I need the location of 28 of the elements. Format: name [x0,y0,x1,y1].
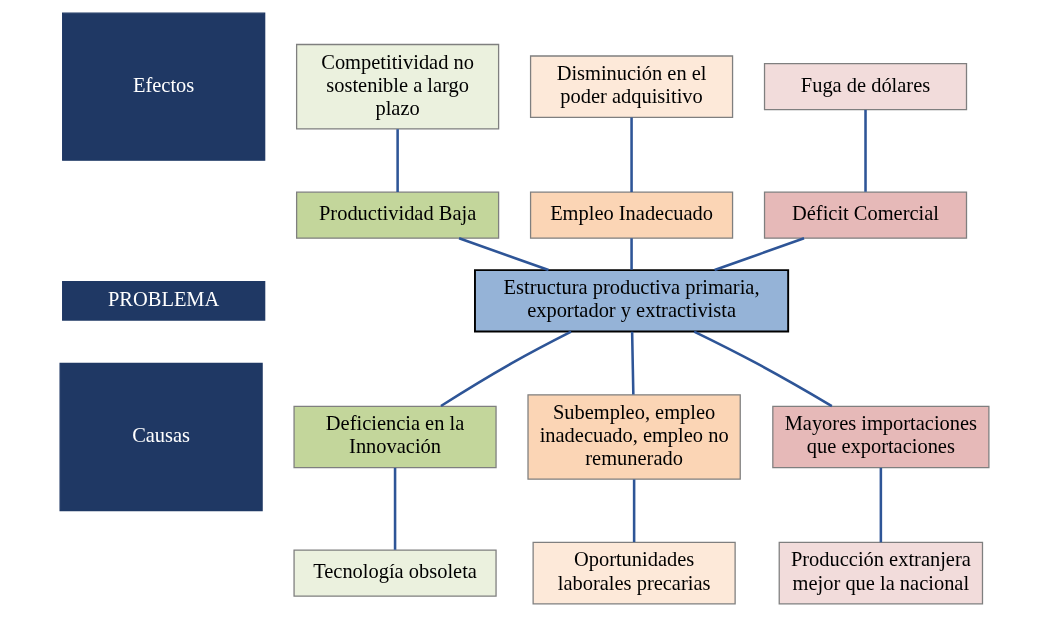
connector [713,237,804,272]
connector [879,467,882,543]
node-box: Competitividad no sostenible a largo plazo [295,43,499,130]
node-box: Producción extranjera mejor que la nacional [778,541,983,605]
connector [863,109,867,192]
node-box: Disminución en el poder adquisitivo [529,55,733,118]
node-box: Subempleo, empleo inadecuado, empleo no remunerado [526,394,741,480]
node-box: PROBLEMA [61,281,265,321]
connector [395,129,399,192]
node-box: Deficiencia en la Innovación [292,405,497,469]
node-box: Déficit Comercial [763,191,967,239]
node-box: Oportunidades laborales precarias [532,541,736,605]
connector [393,467,396,550]
connector [629,117,633,193]
node-box: Causas [58,362,263,512]
node-box: Empleo Inadecuado [529,191,733,239]
node-box: Mayores importaciones que exportaciones [771,405,990,469]
connector [693,330,832,408]
node-box: Estructura productiva primaria, exportador y extractivista [473,269,789,333]
node-box: Tecnología obsoleta [292,549,497,597]
connector [630,331,635,395]
connector [458,237,549,272]
node-box: Fuga de dólares [763,63,967,111]
node-box: Efectos [61,12,265,161]
node-box: Productividad Baja [295,191,499,239]
connector [629,238,633,270]
connector [632,479,635,543]
connector [439,330,572,408]
